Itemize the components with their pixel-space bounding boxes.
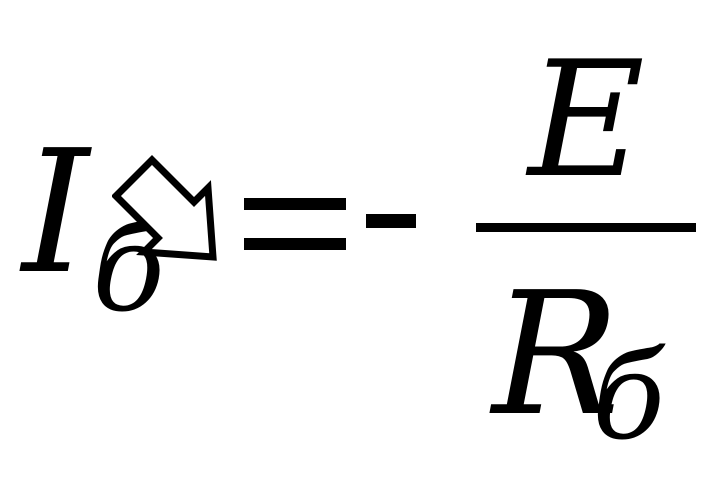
denominator-subscript: б: [592, 328, 666, 467]
denominator-symbol: R: [492, 256, 620, 454]
minus-sign: [366, 214, 416, 228]
fraction-bar: [476, 223, 696, 232]
equals-sign-bottom-bar: [244, 238, 346, 250]
equals-sign-top-bar: [244, 198, 346, 210]
numerator: E: [528, 26, 645, 213]
hollow-arrow-down-right-icon: [112, 155, 217, 261]
lhs-symbol: I: [22, 114, 90, 312]
